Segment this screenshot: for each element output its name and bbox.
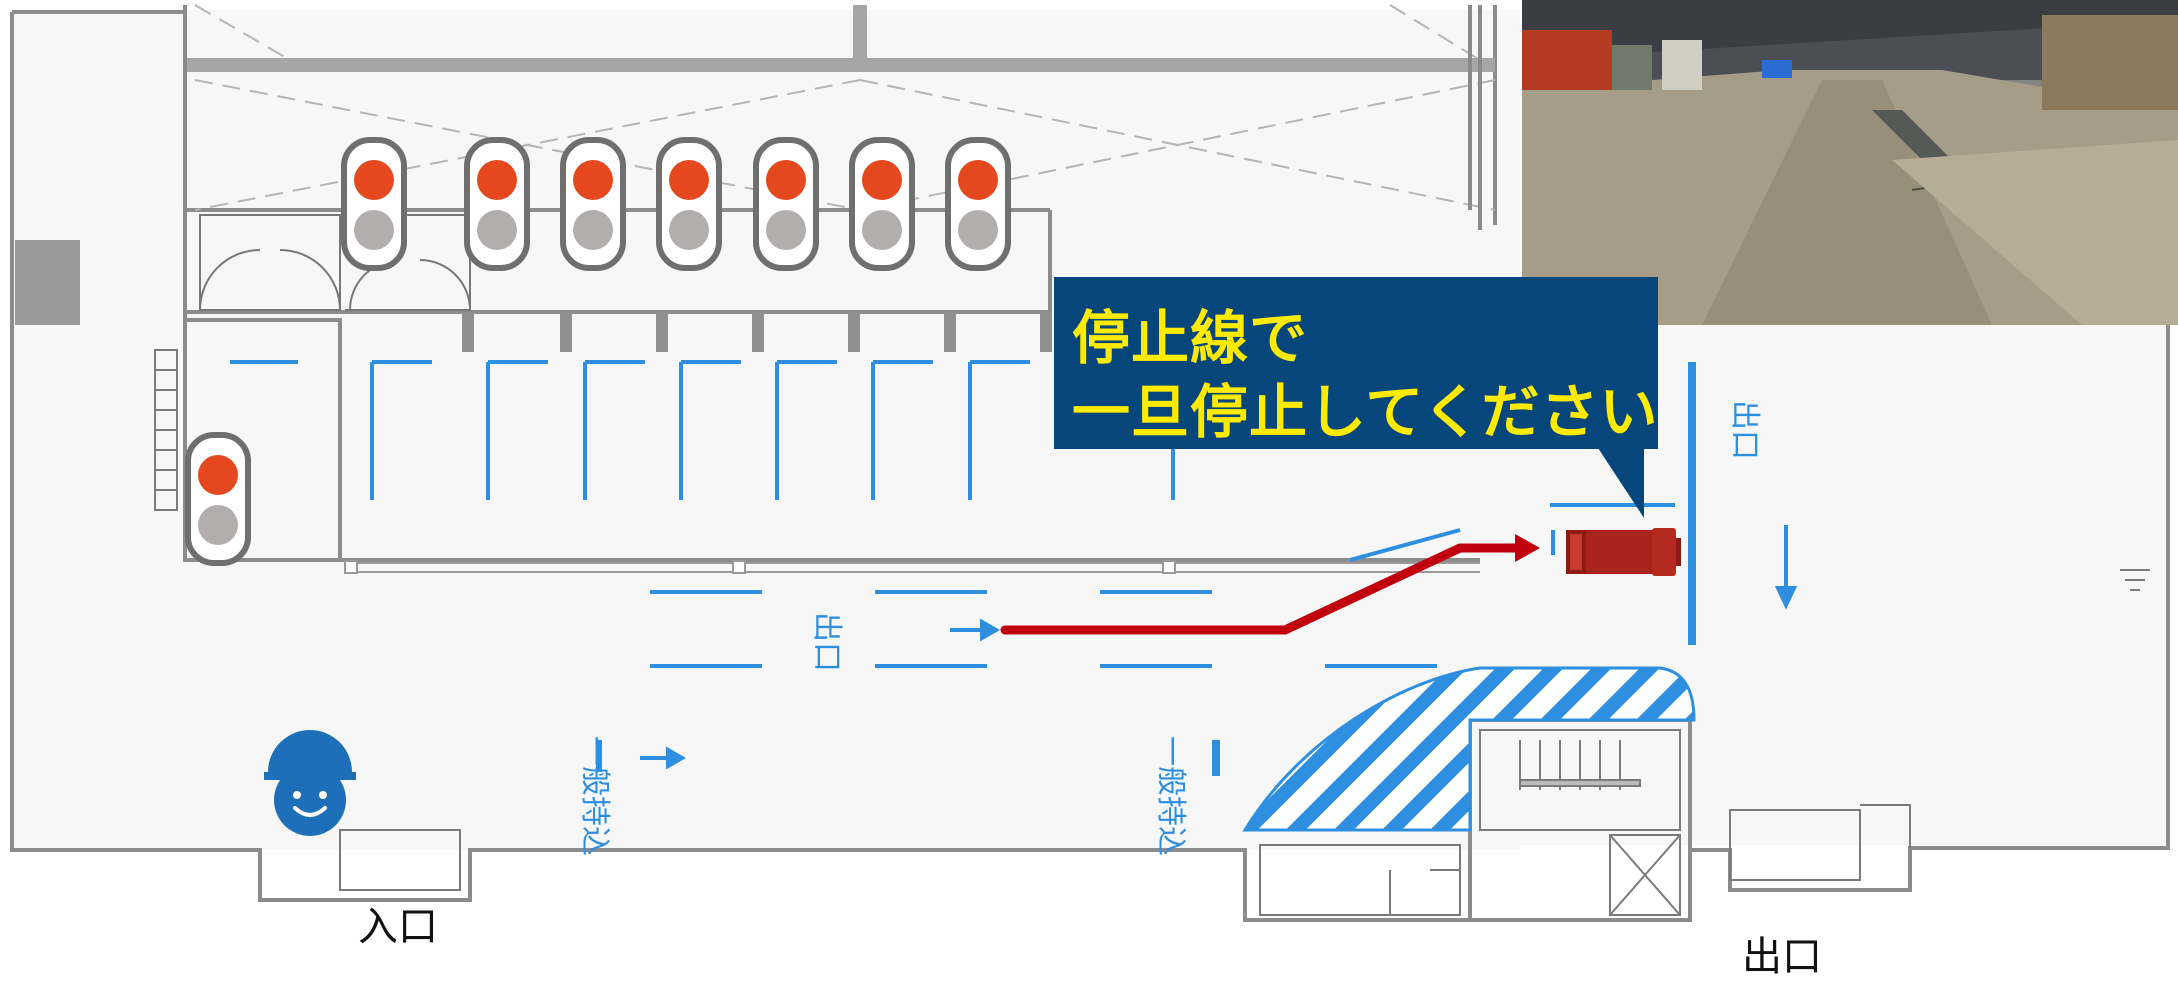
route-arrow [1000, 543, 1525, 635]
traffic-signal-icon [753, 137, 819, 271]
entrance-caption: 入口 [358, 904, 438, 950]
traffic-signal-icon [185, 432, 251, 566]
truck-icon [1566, 528, 1681, 576]
traffic-signal-icon [560, 137, 626, 271]
roof-truss [185, 5, 1495, 72]
callout-line-1: 停止線で [1072, 304, 1309, 372]
stop-instruction-callout: 停止線で 一旦停止してください [1054, 277, 1658, 449]
column-block [15, 240, 80, 325]
exit-building-right [339, 569, 2150, 891]
traffic-signals [185, 137, 1011, 566]
left-stair [154, 349, 178, 511]
rail [344, 560, 1480, 574]
stairwell [1259, 729, 1681, 916]
traffic-signal-icon [849, 137, 915, 271]
exit-caption: 出口 [1742, 934, 1822, 980]
callout-line-2: 一旦停止してください [1072, 378, 1659, 446]
traffic-signal-icon [464, 137, 530, 271]
floor-label-general-carry-in-right: 一般持込 [1153, 736, 1188, 856]
warehouse-photo [1522, 0, 2178, 325]
floor-label-exit-right: 出口 [1727, 400, 1762, 460]
floor-label-general-carry-in-left: 一般持込 [577, 736, 612, 856]
loading-dock [199, 214, 471, 311]
floor-label-exit: 出口 [809, 612, 844, 672]
direction-arrows [596, 525, 1798, 776]
traffic-signal-icon [341, 137, 407, 271]
worker-helmet-icon [264, 730, 356, 836]
no-stop-hatched-zone [1242, 666, 1696, 832]
traffic-signal-icon [945, 137, 1011, 271]
stop-line [1688, 362, 1696, 645]
callout-tail [1598, 448, 1644, 518]
route-arrowhead [1515, 534, 1540, 562]
dock-columns [462, 312, 1052, 352]
traffic-signal-icon [656, 137, 722, 271]
